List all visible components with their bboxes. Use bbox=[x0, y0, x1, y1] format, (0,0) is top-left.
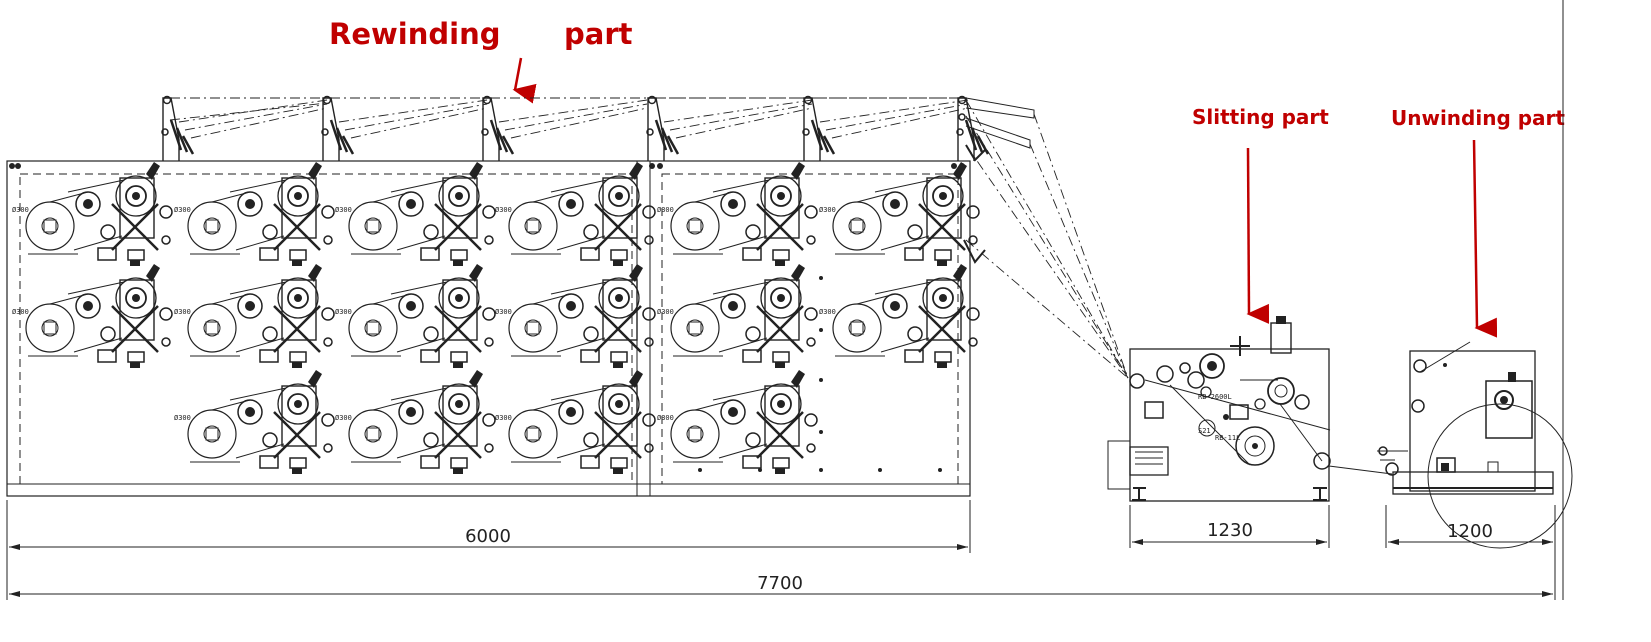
station-tag: Ø300 bbox=[495, 308, 512, 316]
station-tag: Ø300 bbox=[174, 414, 191, 422]
station-tag: Ø300 bbox=[495, 414, 512, 422]
overhead-stand bbox=[956, 95, 1035, 264]
overhead-stand bbox=[481, 95, 515, 161]
rewinding-station bbox=[347, 160, 497, 268]
slitting-arrow bbox=[1246, 147, 1270, 324]
station-tag: Ø300 bbox=[12, 206, 29, 214]
station-tag: Ø300 bbox=[495, 206, 512, 214]
unwinding-label: Unwinding part bbox=[1391, 106, 1565, 130]
dimension-1200: 1200 bbox=[1447, 521, 1493, 542]
unwinding-roll bbox=[1427, 403, 1573, 549]
dimension-7700: 7700 bbox=[757, 573, 803, 594]
rewinding-station bbox=[347, 368, 497, 476]
slitting-tag-1: RB-2600L bbox=[1198, 393, 1232, 401]
rewinding-label-word2: part bbox=[564, 17, 633, 51]
rewinding-station bbox=[669, 368, 819, 476]
overhead-stand bbox=[321, 95, 355, 161]
overhead-stand bbox=[802, 95, 836, 161]
station-tag: Ø300 bbox=[819, 308, 836, 316]
rewinding-station bbox=[507, 262, 657, 370]
slitting-tag-3: S21 bbox=[1198, 427, 1211, 435]
station-tag: Ø300 bbox=[174, 206, 191, 214]
web-paths bbox=[169, 97, 1129, 379]
station-tag: Ø300 bbox=[657, 206, 674, 214]
rewinding-station bbox=[186, 262, 336, 370]
station-tag: Ø300 bbox=[335, 308, 352, 316]
station-tag: Ø300 bbox=[819, 206, 836, 214]
overhead-stands bbox=[161, 95, 1035, 264]
rewinding-station bbox=[24, 262, 174, 370]
rewinding-station bbox=[669, 160, 819, 268]
station-tag: Ø300 bbox=[12, 308, 29, 316]
rewinding-station bbox=[507, 368, 657, 476]
slitting-tag-2: RB-11L bbox=[1215, 434, 1240, 442]
rewinding-station bbox=[507, 160, 657, 268]
unwinding-frame bbox=[1409, 350, 1536, 492]
rewinding-station bbox=[186, 368, 336, 476]
station-tag: Ø300 bbox=[335, 414, 352, 422]
unwinding-arrow bbox=[1472, 139, 1498, 338]
rewinding-station bbox=[831, 160, 981, 268]
rewinding-label-word1: Rewinding bbox=[329, 17, 500, 51]
station-tag: Ø300 bbox=[657, 308, 674, 316]
unwinding-machine bbox=[1328, 341, 1573, 549]
station-tag: Ø300 bbox=[335, 206, 352, 214]
rewinding-station bbox=[24, 160, 174, 268]
dimension-6000: 6000 bbox=[465, 526, 511, 547]
rewinding-station bbox=[186, 160, 336, 268]
slitting-machine: RB-2600L RB-11L S21 bbox=[1107, 316, 1331, 502]
slitting-label: Slitting part bbox=[1192, 105, 1329, 129]
station-tag: Ø300 bbox=[174, 308, 191, 316]
overhead-stand bbox=[646, 95, 680, 161]
rewinding-arrow bbox=[512, 57, 537, 104]
rewinding-station bbox=[669, 262, 819, 370]
slitting-frame bbox=[1129, 348, 1330, 502]
rewinding-inner-right bbox=[661, 173, 959, 485]
dimension-lines: 6000 1230 1200 7700 bbox=[6, 0, 1564, 600]
dimension-1230: 1230 bbox=[1207, 520, 1253, 541]
rewinding-frame bbox=[6, 160, 971, 497]
overhead-stand bbox=[161, 95, 195, 161]
rewinding-station bbox=[831, 262, 981, 370]
station-tag: Ø300 bbox=[657, 414, 674, 422]
rewinding-station bbox=[347, 262, 497, 370]
